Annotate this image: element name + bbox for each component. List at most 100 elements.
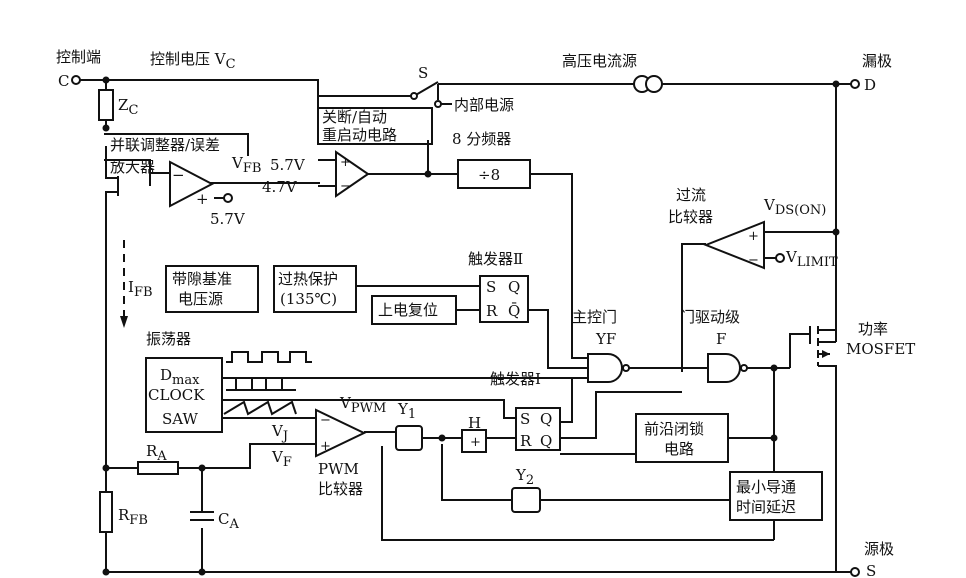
error-amp-minus: − [172, 166, 185, 184]
svg-text:+: + [320, 439, 331, 454]
vref-57-label: 5.7V [210, 210, 246, 228]
terminal-source: 源极 S [850, 540, 894, 578]
vpwm-label: VPWM [339, 394, 386, 416]
v57-label: 5.7V [270, 156, 306, 174]
min-delay-line2: 时间延迟 [736, 498, 796, 516]
power-on-reset-block [371, 295, 457, 325]
ifb-label: IFB [128, 278, 153, 300]
dmax-waveform [226, 351, 312, 363]
vlimit-label: VLIMIT [785, 248, 838, 270]
mosfet-line1: 功率 [858, 320, 888, 338]
min-on-time-delay-block [729, 471, 823, 521]
divide-by-8-text: ÷8 [478, 166, 500, 184]
min-delay-line1: 最小导通 [736, 478, 796, 496]
gate-y1 [395, 425, 423, 451]
vf-label: VF [271, 448, 292, 470]
bandgap-line1: 带隙基准 [172, 270, 232, 288]
shutdown-autorestart-block: 关断/自动 重启动电路 5.7V 4.7V + − [262, 107, 433, 198]
resistor-ra [137, 461, 179, 475]
switch-label: S [418, 64, 428, 82]
internal-supply-label: 内部电源 [454, 96, 514, 114]
shutdown-line1: 关断/自动 [322, 108, 387, 126]
v47-label: 4.7V [262, 178, 298, 196]
zc-label: ZC [118, 96, 138, 118]
thermal-protection-block [273, 265, 357, 313]
drain-terminal-symbol: D [864, 76, 876, 94]
leading-edge-blanking-block [635, 413, 729, 463]
ocp-line2: 比较器 [668, 208, 713, 226]
pwm-line1: PWM [318, 460, 359, 478]
power-mosfet: 功率 MOSFET [809, 320, 915, 367]
shunt-regulator-block: 并联调整器/误差 放大器 − + 5.7V VFB [104, 133, 261, 228]
por-label: 上电复位 [378, 301, 438, 319]
main-gate-label: 主控门 [572, 308, 617, 326]
ra-label: RA [146, 442, 167, 464]
thermal-line1: 过热保护 [278, 270, 338, 288]
ocp-comparator-block: 过流 比较器 + − VDS(ON) VLIMIT [668, 186, 838, 270]
ff1-s: S [520, 410, 530, 428]
clock-waveform [226, 378, 296, 391]
internal-supply-node [434, 100, 442, 108]
ff1-q: Q [540, 410, 552, 428]
saw-label: SAW [162, 410, 199, 428]
current-source-symbol [633, 75, 663, 93]
ff2-q: Q [508, 278, 520, 296]
hv-source-label: 高压电流源 [562, 52, 637, 70]
svg-text:+: + [470, 435, 481, 450]
gate-driver-f [707, 353, 741, 383]
ocp-line1: 过流 [676, 186, 706, 204]
flip-flop-1 [515, 407, 561, 451]
ff2-label: 触发器Ⅱ [468, 250, 523, 268]
vds-label: VDS(ON) [763, 196, 826, 218]
shutdown-line2: 重启动电路 [322, 126, 397, 144]
control-voltage-label: 控制电压 VC [150, 50, 236, 72]
gate-y2 [511, 487, 541, 513]
saw-waveform [223, 400, 297, 416]
pwm-line2: 比较器 [318, 480, 363, 498]
error-amp-plus: + [196, 190, 209, 208]
mosfet-line2: MOSFET [846, 340, 915, 358]
dmax-label: Dmax [160, 366, 200, 388]
shutdown-comparator [335, 150, 370, 198]
ff1-label: 触发器Ⅰ [490, 370, 541, 388]
terminal-control: 控制端 C [56, 48, 101, 90]
gate-driver-label: 门驱动级 [680, 308, 740, 326]
shunt-regulator-line1: 并联调整器/误差 [110, 136, 220, 154]
shunt-regulator-line2: 放大器 [110, 158, 155, 176]
leb-line2: 电路 [664, 440, 694, 458]
bandgap-block [165, 265, 259, 313]
oscillator-block [145, 357, 223, 433]
gate-h [461, 429, 487, 453]
switch-contact [410, 92, 418, 100]
svg-text:−: − [340, 179, 351, 194]
source-terminal-symbol: S [866, 562, 876, 578]
yf-label: YF [595, 330, 616, 348]
source-terminal-label: 源极 [864, 540, 894, 558]
y2-label: Y2 [515, 466, 534, 488]
ff2-r: R [486, 302, 498, 320]
thermal-line2: (135℃) [280, 290, 337, 308]
rfb-label: RFB [118, 506, 148, 528]
pwm-comparator [315, 408, 367, 458]
ff2-s: S [486, 278, 496, 296]
svg-text:+: + [748, 229, 759, 244]
ca-label: CA [218, 510, 239, 532]
ff2-qbar: Q̄ [508, 302, 520, 320]
f-label: F [716, 330, 726, 348]
vfb-label: VFB [231, 154, 261, 176]
resistor-rfb [99, 491, 113, 533]
y1-label: Y1 [397, 400, 416, 422]
control-terminal-label: 控制端 [56, 48, 101, 66]
leb-line1: 前沿闭锁 [644, 420, 704, 438]
ff1-r: R [520, 432, 532, 450]
terminal-drain: 漏极 D [850, 52, 892, 94]
zc-impedance [98, 89, 114, 121]
h-label: H [468, 414, 481, 432]
divide-by-8-block [457, 159, 531, 189]
vj-label: VJ [271, 422, 288, 444]
main-gate-yf [587, 353, 623, 383]
svg-text:−: − [320, 413, 331, 428]
drain-terminal-label: 漏极 [862, 52, 892, 70]
clock-label: CLOCK [148, 386, 205, 404]
